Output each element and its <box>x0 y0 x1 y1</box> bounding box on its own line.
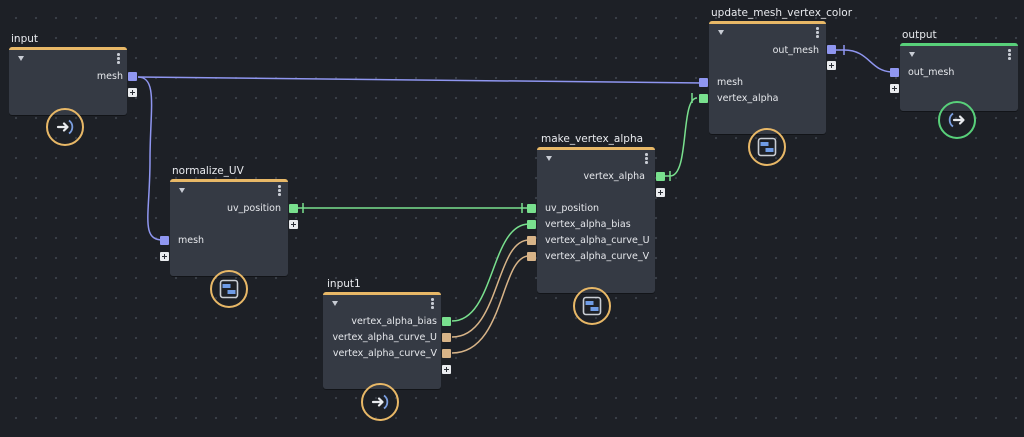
subgraph-icon[interactable] <box>210 270 248 308</box>
add-port-button[interactable] <box>656 188 665 197</box>
node-make-vertex-alpha[interactable]: vertex_alpha uv_position vertex_alpha_bi… <box>537 147 655 293</box>
node-title-make-vertex-alpha: make_vertex_alpha <box>541 133 644 145</box>
port-label-out-mesh: out_mesh <box>772 45 819 56</box>
collapse-toggle-icon[interactable] <box>179 188 185 193</box>
node-normalize-uv[interactable]: uv_position mesh <box>170 179 288 276</box>
collapse-toggle-icon[interactable] <box>718 30 724 35</box>
node-input[interactable]: mesh <box>9 47 127 115</box>
port-label-out-mesh: out_mesh <box>908 67 955 78</box>
port-label-vertex-alpha: vertex_alpha <box>583 171 645 182</box>
wire-curve-u[interactable] <box>451 239 530 338</box>
port-label-mesh: mesh <box>717 77 744 88</box>
subgraph-icon[interactable] <box>748 128 786 166</box>
node-title-update-mesh-vertex-color: update_mesh_vertex_color <box>711 7 853 19</box>
collapse-toggle-icon[interactable] <box>546 156 552 161</box>
input-port-vertex-alpha-bias[interactable] <box>527 220 536 229</box>
input-port-vertex-alpha[interactable] <box>699 94 708 103</box>
add-port-button[interactable] <box>827 61 836 70</box>
port-label-vertex-alpha-bias: vertex_alpha_bias <box>351 316 437 327</box>
arrow-in-icon[interactable] <box>361 383 399 421</box>
node-menu-icon[interactable] <box>1008 49 1011 61</box>
node-title-input: input <box>11 33 39 45</box>
wire-update-outmesh-to-output[interactable] <box>843 49 894 73</box>
port-label-vertex-alpha-curve-v: vertex_alpha_curve_V <box>545 251 650 262</box>
node-accent-bar <box>170 179 288 182</box>
node-accent-bar <box>709 21 826 24</box>
output-port-vertex-alpha[interactable] <box>656 172 665 181</box>
input-port-uv-position[interactable] <box>527 204 536 213</box>
wire-input-mesh-to-update-mesh[interactable] <box>137 76 704 84</box>
port-label-vertex-alpha-bias: vertex_alpha_bias <box>545 219 631 230</box>
wire-output-stub[interactable] <box>836 45 845 55</box>
output-port-vertex-alpha-bias[interactable] <box>442 317 451 326</box>
collapse-toggle-icon[interactable] <box>18 56 24 61</box>
input-port-vertex-alpha-curve-v[interactable] <box>527 252 536 261</box>
node-menu-icon[interactable] <box>278 185 281 197</box>
add-port-button[interactable] <box>128 88 137 97</box>
add-port-button[interactable] <box>890 84 899 93</box>
port-label-uv-position: uv_position <box>545 203 600 214</box>
node-menu-icon[interactable] <box>117 53 120 65</box>
wire-curve-v[interactable] <box>451 255 530 354</box>
port-label-mesh: mesh <box>178 235 205 246</box>
output-port-vertex-alpha-curve-v[interactable] <box>442 349 451 358</box>
output-port-mesh[interactable] <box>128 72 137 81</box>
node-input1[interactable]: vertex_alpha_bias vertex_alpha_curve_U v… <box>323 292 441 389</box>
port-label-vertex-alpha-curve-u: vertex_alpha_curve_U <box>332 332 437 343</box>
add-port-button[interactable] <box>160 252 169 261</box>
add-port-button[interactable] <box>442 365 451 374</box>
node-title-normalize-uv: normalize_UV <box>172 165 244 177</box>
wire-uv-position[interactable] <box>297 203 529 213</box>
node-accent-bar <box>900 43 1018 46</box>
node-accent-bar <box>537 147 655 150</box>
node-accent-bar <box>323 292 441 295</box>
input-port-mesh[interactable] <box>699 78 708 87</box>
collapse-toggle-icon[interactable] <box>332 301 338 306</box>
subgraph-icon[interactable] <box>573 287 611 325</box>
node-menu-icon[interactable] <box>431 298 434 310</box>
input-port-vertex-alpha-curve-u[interactable] <box>527 236 536 245</box>
wire-vertex-alpha[interactable] <box>664 93 698 181</box>
output-port-out-mesh[interactable] <box>827 45 836 54</box>
node-output[interactable]: out_mesh <box>900 43 1018 111</box>
arrow-in-icon[interactable] <box>46 108 84 146</box>
node-menu-icon[interactable] <box>645 153 648 165</box>
input-port-mesh[interactable] <box>160 236 169 245</box>
output-port-uv-position[interactable] <box>289 204 298 213</box>
node-update-mesh-vertex-color[interactable]: out_mesh mesh vertex_alpha <box>709 21 826 134</box>
port-label-vertex-alpha: vertex_alpha <box>717 93 779 104</box>
collapse-toggle-icon[interactable] <box>909 52 915 57</box>
output-port-vertex-alpha-curve-u[interactable] <box>442 333 451 342</box>
add-port-button[interactable] <box>289 220 298 229</box>
port-label-mesh: mesh <box>96 71 123 82</box>
node-title-output: output <box>902 29 937 41</box>
port-label-vertex-alpha-curve-v: vertex_alpha_curve_V <box>332 348 437 359</box>
node-menu-icon[interactable] <box>816 27 819 39</box>
port-label-vertex-alpha-curve-u: vertex_alpha_curve_U <box>545 235 650 246</box>
port-label-uv-position: uv_position <box>226 203 281 214</box>
wire-bias[interactable] <box>451 223 530 322</box>
arrow-out-icon[interactable] <box>938 101 976 139</box>
input-port-out-mesh[interactable] <box>890 68 899 77</box>
node-title-input1: input1 <box>327 278 361 290</box>
node-accent-bar <box>9 47 127 50</box>
wire-input-mesh-to-normalize-mesh[interactable] <box>137 76 164 241</box>
